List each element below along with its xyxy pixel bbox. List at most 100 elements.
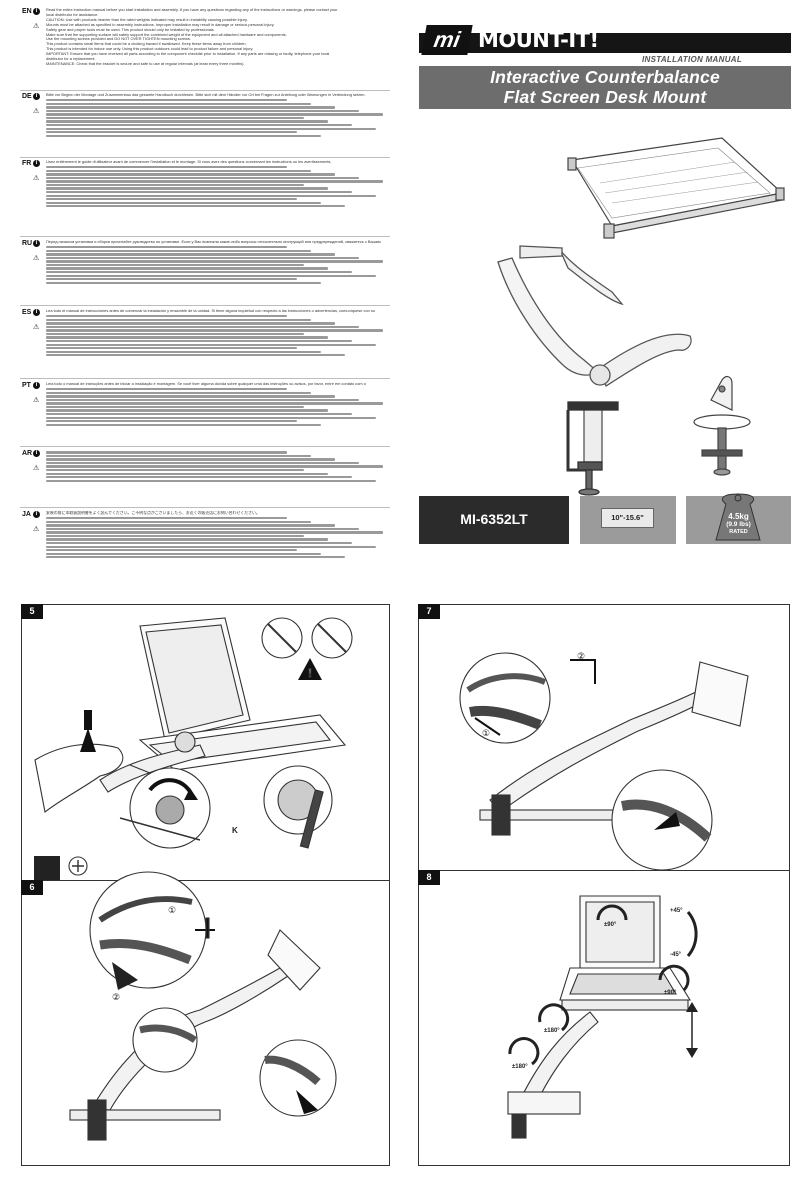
angle-label: -45° (670, 952, 682, 958)
svg-text:!: ! (308, 666, 312, 680)
text-placeholder-line (46, 479, 377, 482)
lang-text: Bitte vor Beginn der Montage und Zusamme… (46, 93, 390, 138)
warning-triangle-icon: ⚠ (33, 324, 40, 331)
text-placeholder-line (46, 169, 311, 172)
section-divider (20, 507, 390, 508)
warning-triangle-icon: ⚠ (33, 397, 40, 404)
info-icon: i (33, 8, 40, 15)
text-placeholder-line (46, 270, 353, 274)
text-placeholder-line (46, 541, 353, 545)
info-icon: i (33, 160, 40, 167)
text-fill-lines (46, 166, 390, 208)
lang-text: Lea todo el manual de instrucciones ante… (46, 309, 390, 358)
text-placeholder-line (46, 454, 311, 458)
warning-triangle-icon: ⚠ (33, 23, 40, 30)
weight-lb: (9.9 lbs) (726, 521, 751, 528)
text-placeholder-line (46, 336, 329, 339)
text-placeholder-line (46, 549, 298, 552)
model-box (419, 496, 569, 544)
product-title-line-2: Flat Screen Desk Mount (503, 87, 707, 107)
text-placeholder-line (46, 545, 377, 548)
text-placeholder-line (46, 347, 298, 350)
text-placeholder-line (46, 134, 322, 137)
lang-code: JA (22, 511, 31, 518)
lang-code: AR (22, 450, 33, 457)
text-placeholder-line (46, 423, 322, 426)
text-placeholder-line (46, 187, 329, 190)
text-placeholder-line (46, 127, 377, 130)
text-placeholder-line (46, 183, 304, 187)
grommet-mount (693, 375, 751, 476)
warning-triangle-icon: ⚠ (33, 255, 40, 262)
title-box (419, 66, 791, 109)
text-placeholder-line (46, 263, 304, 267)
warning-triangle-icon: ⚠ (33, 108, 40, 115)
text-line: Read the entire instruction manual befor… (46, 8, 338, 12)
text-placeholder-line (46, 552, 322, 555)
screen-size-label: 10"-15.6" (601, 508, 654, 528)
text-placeholder-line (46, 99, 287, 102)
laptop-thumbnail-icon (34, 856, 60, 880)
desk-clamp (566, 401, 619, 496)
text-fill-lines (46, 315, 390, 357)
angle-label: ±180° (512, 1064, 528, 1070)
section-divider (20, 157, 390, 158)
text-placeholder-line (46, 524, 335, 527)
weight-kg: 4.5kg (728, 512, 749, 521)
lang-code: EN (22, 8, 32, 15)
brand-bar (419, 33, 791, 53)
lang-text: Lisez entièrement le guide d'utilisateur… (46, 160, 390, 209)
text-line: This product contains small items that c… (46, 42, 247, 47)
model-number: MI-6352LT (460, 511, 528, 527)
text-placeholder-line (46, 116, 304, 120)
text-line: CAUTION: Use with products heavier than … (46, 17, 248, 22)
lang-code: PT (22, 382, 31, 389)
text-fill-lines (46, 388, 390, 426)
text-line: Leia todo o manual de instruções antes d… (46, 382, 366, 386)
step-5-number: 5 (21, 604, 43, 619)
text-placeholder-line (46, 538, 329, 541)
text-placeholder-line (46, 329, 384, 332)
text-placeholder-line (46, 520, 311, 523)
text-line: Safety gear and proper tools must be use… (46, 27, 215, 32)
section-divider (20, 446, 390, 447)
text-line: local distributor for assistance. (46, 12, 99, 17)
text-placeholder-line (46, 354, 346, 357)
lang-code: ES (22, 309, 32, 316)
text-placeholder-line (46, 123, 353, 127)
manual-label: INSTALLATION MANUAL (642, 55, 743, 64)
text-placeholder-line (46, 190, 353, 194)
section-divider (20, 236, 390, 237)
text-placeholder-line (46, 469, 304, 472)
text-placeholder-line (46, 350, 322, 353)
section-divider (20, 305, 390, 306)
text-placeholder-line (46, 274, 377, 277)
lang-text (46, 450, 390, 483)
section-divider (20, 90, 390, 91)
text-line: Mounts must be attached as specified in … (46, 22, 275, 27)
text-placeholder-line (46, 106, 335, 109)
text-line: This product is intended for indoor use … (46, 47, 254, 52)
product-title-line-1: Interactive Counterbalance (490, 67, 720, 87)
text-placeholder-line (46, 198, 298, 201)
text-placeholder-line (46, 409, 329, 412)
step-6-number: 6 (21, 880, 43, 895)
text-placeholder-line (46, 472, 329, 475)
text-placeholder-line (46, 534, 304, 538)
warning-triangle-icon: ⚠ (33, 526, 40, 533)
text-placeholder-line (46, 388, 287, 391)
text-placeholder-line (46, 322, 335, 325)
text-placeholder-line (46, 267, 329, 270)
info-icon: i (33, 382, 40, 389)
text-placeholder-line (46, 180, 384, 183)
text-placeholder-line (46, 451, 287, 454)
lang-text: 安装の前に本取扱説明書をよく読んでください。ご不明な点がございましたら、お近くの… (46, 511, 390, 560)
weight-rated: RATED (729, 529, 748, 535)
text-placeholder-line (46, 332, 304, 336)
text-placeholder-line (46, 461, 360, 465)
